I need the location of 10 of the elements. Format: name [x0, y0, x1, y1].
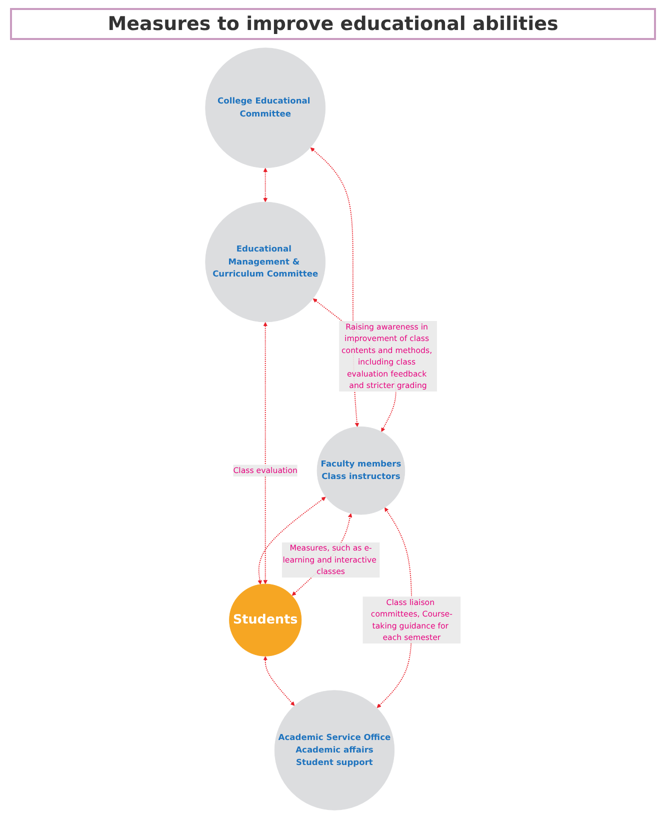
node-circle: Academic Service Office Academic affairs Student support — [274, 690, 395, 810]
diagram-title: Measures to improve educational abilities — [10, 8, 656, 40]
node-circle: Faculty members Class instructors — [316, 426, 406, 515]
arrow — [263, 168, 268, 202]
node-circle: Educational Management & Curriculum Committee — [205, 202, 326, 322]
arrow — [258, 496, 326, 585]
arrow — [263, 656, 295, 706]
arrow — [263, 322, 268, 584]
node-circle: Students — [229, 584, 302, 656]
node-circle: College Educational Committee — [205, 48, 326, 168]
